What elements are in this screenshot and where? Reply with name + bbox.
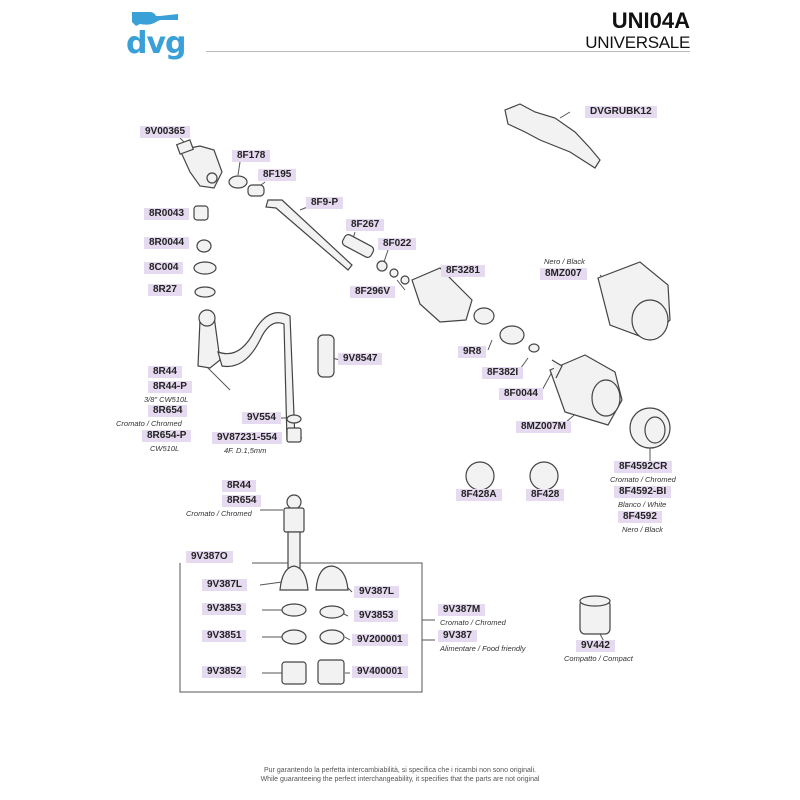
part-label: 9V554 xyxy=(242,412,281,424)
part-note: Compatto / Compact xyxy=(564,654,633,663)
part-note: Cromato / Chromed xyxy=(610,475,676,484)
disclaimer-footer: Pur garantendo la perfetta intercambiabi… xyxy=(0,766,800,784)
product-code: UNI04A xyxy=(611,8,690,33)
part-label: 8F428 xyxy=(526,489,565,501)
part-label: 8R0044 xyxy=(144,237,190,249)
part-label: 8R44 xyxy=(148,366,182,378)
part-label: 8F382I xyxy=(482,367,524,379)
part-label: 8F4592CR xyxy=(614,461,673,473)
part-label: 8R44 xyxy=(222,480,256,492)
header-divider xyxy=(206,51,690,52)
disclaimer-english: While guaranteeing the perfect interchan… xyxy=(260,776,540,783)
part-label: 9V3852 xyxy=(202,666,247,678)
part-label: 9V387L xyxy=(202,579,248,591)
part-label: 9V00365 xyxy=(140,126,191,138)
disclaimer-italian: Pur garantendo la perfetta intercambiabi… xyxy=(264,767,536,774)
part-label: 8F178 xyxy=(232,150,271,162)
part-note: Nero / Black xyxy=(622,525,663,534)
part-label: 8F267 xyxy=(346,219,385,231)
part-label: 8F428A xyxy=(456,489,502,501)
part-label: 8F4592 xyxy=(618,511,662,523)
part-label: 8F022 xyxy=(378,238,417,250)
part-note: Nero / Black xyxy=(544,257,585,266)
part-label: 9V3853 xyxy=(354,610,399,622)
dvg-logo: dvg xyxy=(122,8,202,61)
part-note: Alimentare / Food friendly xyxy=(440,644,526,653)
part-label: 9V400001 xyxy=(352,666,408,678)
part-label: 8R27 xyxy=(148,284,182,296)
part-label: 9V387M xyxy=(438,604,486,616)
part-label: 8R0043 xyxy=(144,208,190,220)
part-label: 8F0044 xyxy=(499,388,543,400)
part-label: 9V3851 xyxy=(202,630,247,642)
part-label: 8F9-P xyxy=(306,197,344,209)
logo-text: dvg xyxy=(126,26,187,61)
part-note: CW510L xyxy=(150,444,180,453)
part-label: 8R654 xyxy=(148,405,188,417)
part-note: Cromato / Chromed xyxy=(116,419,182,428)
part-label: 8MZ007 xyxy=(540,268,587,280)
product-subtitle: UNIVERSALE xyxy=(585,33,690,52)
part-label: 9V442 xyxy=(576,640,615,652)
faucet-logo-icon xyxy=(132,12,178,26)
part-note: Blanco / White xyxy=(618,500,667,509)
part-label: 8F3281 xyxy=(441,265,485,277)
part-note: 4F. D.1,5mm xyxy=(224,446,267,455)
part-label: 8F296V xyxy=(350,286,396,298)
page-title: UNI04A UNIVERSALE xyxy=(585,8,690,52)
part-label: 8R654 xyxy=(222,495,262,507)
part-label: 9V87231-554 xyxy=(212,432,283,444)
part-label: 8R44-P xyxy=(148,381,192,393)
part-label: 8C004 xyxy=(144,262,184,274)
part-label: 9V387L xyxy=(354,586,400,598)
part-label: 9V200001 xyxy=(352,634,408,646)
part-label: 9V3853 xyxy=(202,603,247,615)
part-label: 9V387 xyxy=(438,630,477,642)
part-label: 9V387O xyxy=(186,551,233,563)
part-note: 3/8" CW510L xyxy=(144,395,189,404)
part-label: 9V8547 xyxy=(338,353,383,365)
part-label: 8F4592-BI xyxy=(614,486,672,498)
part-label: 9R8 xyxy=(458,346,487,358)
part-note: Cromato / Chromed xyxy=(440,618,506,627)
part-label: 8R654-P xyxy=(142,430,192,442)
part-label: 8MZ007M xyxy=(516,421,572,433)
part-note: Cromato / Chromed xyxy=(186,509,252,518)
part-label: 8F195 xyxy=(258,169,297,181)
part-label: DVGRUBK12 xyxy=(585,106,657,118)
